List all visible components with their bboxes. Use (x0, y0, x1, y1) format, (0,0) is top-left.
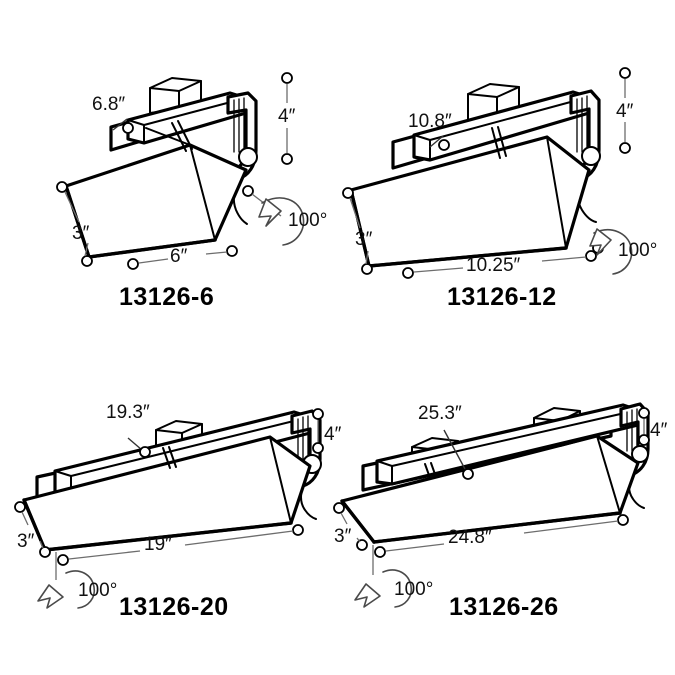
dimension-housing-length-label: 19.3″ (106, 402, 150, 423)
dimension-depth-label: 3″ (17, 531, 35, 552)
model-label-13126-26: 13126-26 (449, 593, 559, 621)
rotation-callout: 100° (242, 185, 327, 246)
dimension-height-label: 4″ (278, 106, 296, 127)
linkage-rod (162, 446, 177, 469)
rotation-callout: 100° (354, 545, 433, 608)
panel-13126-20: 19.3″ 4″ 3″ 19″ 100° 131 (14, 402, 342, 621)
dimension-depth-label: 3″ (355, 229, 373, 250)
rotation-label: 100° (394, 579, 433, 600)
dimension-depth-label: 3″ (334, 526, 352, 547)
reflector-body (340, 434, 640, 544)
dimension-depth-label: 3″ (72, 223, 90, 244)
rotation-label: 100° (288, 210, 327, 231)
dimension-height: 4″ (278, 72, 296, 165)
dimension-housing-length-label: 25.3″ (418, 403, 462, 424)
rotation-label: 100° (78, 580, 117, 601)
reflector-body (349, 135, 591, 268)
dimension-depth: 3″ (342, 187, 373, 275)
dimension-housing-length: 10.8″ (408, 111, 452, 151)
panel-13126-26: 25.3″ 4″ 3″ 24.8″ 100° 1 (333, 402, 668, 621)
dimension-aperture-length: 19″ (57, 524, 304, 566)
dimension-housing-length-label: 6.8″ (92, 94, 125, 115)
dimension-aperture-length-label: 24.8″ (448, 527, 492, 548)
dimension-height: 4″ (616, 67, 634, 154)
reflector-body (22, 435, 312, 552)
dimension-housing-length: 6.8″ (92, 94, 134, 134)
dimension-aperture-length: 10.25″ (402, 250, 597, 279)
dimension-depth: 3″ (333, 502, 368, 551)
dimension-aperture-length-label: 19″ (144, 534, 172, 555)
dimension-aperture-length: 6″ (127, 245, 238, 270)
model-label-13126-20: 13126-20 (119, 593, 229, 621)
reflector-body (64, 127, 248, 259)
dimension-height: 4″ (638, 407, 668, 446)
model-label-13126-12: 13126-12 (447, 283, 557, 311)
linkage-rod (171, 120, 193, 152)
panel-13126-6: 6.8″ 4″ 3″ 6″ (56, 72, 327, 311)
linkage-rod (424, 462, 437, 479)
rotation-callout: 100° (37, 552, 117, 609)
dimension-height-label: 4″ (650, 420, 668, 441)
dimension-housing-length: 25.3″ (418, 403, 474, 480)
panel-13126-12: 10.8″ 4″ 3″ 10.25″ 100° (342, 67, 657, 311)
rotation-callout: 100° (589, 228, 657, 275)
dimension-aperture-length: 24.8″ (374, 514, 629, 558)
dimension-height-label: 4″ (324, 424, 342, 445)
dimension-aperture-length-label: 10.25″ (466, 255, 521, 276)
dimension-height: 4″ (312, 408, 342, 454)
dimension-height-label: 4″ (616, 101, 634, 122)
linkage-rod (491, 126, 507, 159)
dimension-depth: 3″ (56, 181, 93, 267)
model-label-13126-6: 13126-6 (119, 283, 214, 311)
dimension-housing-length: 19.3″ (106, 402, 151, 458)
dimension-depth: 3″ (14, 501, 51, 558)
rotation-label: 100° (618, 240, 657, 261)
dimension-housing-length-label: 10.8″ (408, 111, 452, 132)
dimension-aperture-length-label: 6″ (170, 246, 188, 267)
